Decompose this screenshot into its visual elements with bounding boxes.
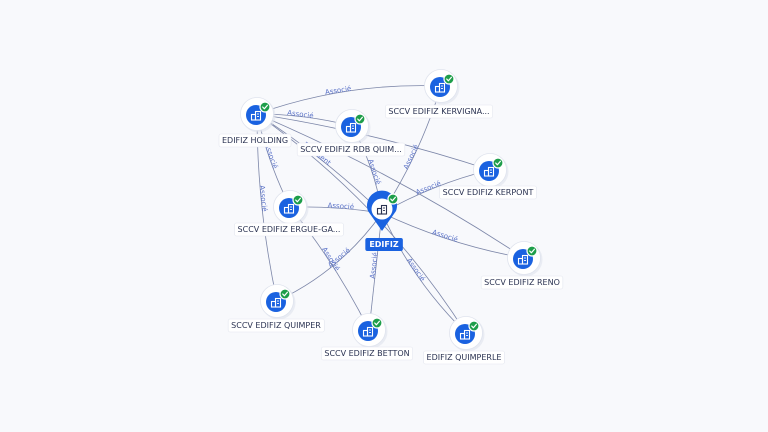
company-building-icon	[345, 122, 357, 133]
edge-label-edifiz-kerpont: Associé	[415, 179, 443, 196]
node-label-box	[480, 275, 564, 290]
verified-check-icon	[468, 320, 480, 332]
node-label-box	[439, 185, 537, 200]
node-holding[interactable]: EDIFIZ HOLDING	[218, 97, 292, 148]
node-label-quimper[interactable]: SCCV EDIFIZ QUIMPER	[231, 321, 321, 330]
edge-holding-kervigna[interactable]	[256, 85, 442, 115]
company-building-icon	[459, 329, 471, 340]
edge-label-holding-quimper: Associé	[258, 185, 269, 212]
node-label-reno[interactable]: SCCV EDIFIZ RENO	[484, 278, 560, 287]
node-kervigna[interactable]: SCCV EDIFIZ KERVIGNA...	[385, 69, 493, 119]
verified-check-icon	[259, 101, 271, 113]
edge-holding-reno[interactable]	[256, 113, 525, 259]
verified-check-icon	[354, 113, 366, 125]
verified-check-icon	[492, 157, 504, 169]
company-building-icon	[270, 297, 282, 308]
node-quimperle[interactable]: EDIFIZ QUIMPERLE	[423, 316, 505, 365]
verified-check-icon	[443, 73, 455, 85]
node-rdb[interactable]: SCCV EDIFIZ RDB QUIM...	[296, 109, 406, 157]
node-label-box	[423, 350, 505, 365]
verified-check-icon	[387, 193, 399, 205]
node-label-rdb[interactable]: SCCV EDIFIZ RDB QUIM...	[300, 145, 402, 154]
node-label-box	[385, 104, 493, 119]
node-label-box	[227, 318, 325, 333]
company-building-icon	[250, 110, 262, 121]
edge-label-edifiz-betton: Associé	[369, 252, 380, 279]
node-label-holding[interactable]: EDIFIZ HOLDING	[222, 136, 288, 145]
node-edifiz-center[interactable]: EDIFIZ	[365, 190, 403, 251]
node-reno[interactable]: SCCV EDIFIZ RENO	[480, 241, 564, 290]
company-building-icon	[434, 82, 446, 93]
verified-check-icon	[279, 288, 291, 300]
node-label-box	[321, 346, 413, 361]
node-label-ergue[interactable]: SCCV EDIFIZ ERGUE-GA...	[238, 225, 341, 234]
center-building-icon	[376, 204, 388, 215]
node-label-box	[296, 142, 406, 157]
verified-check-icon	[526, 245, 538, 257]
node-label-box	[218, 133, 292, 148]
company-building-icon	[517, 254, 529, 265]
node-betton[interactable]: SCCV EDIFIZ BETTON	[321, 313, 413, 361]
center-label-box	[365, 238, 403, 251]
company-building-icon	[483, 166, 495, 177]
node-label-betton[interactable]: SCCV EDIFIZ BETTON	[324, 349, 409, 358]
verified-check-icon	[292, 194, 304, 206]
edge-edifiz-reno[interactable]	[381, 212, 525, 259]
edge-label-edifiz-ergue: Associé	[327, 201, 354, 211]
node-label-kervigna[interactable]: SCCV EDIFIZ KERVIGNA...	[388, 107, 489, 116]
center-node-label[interactable]: EDIFIZ	[369, 240, 399, 249]
edge-label-edifiz-reno: Associé	[431, 228, 459, 244]
verified-check-icon	[371, 317, 383, 329]
edge-edifiz-quimperle[interactable]	[381, 212, 467, 334]
node-label-quimperle[interactable]: EDIFIZ QUIMPERLE	[427, 353, 502, 362]
company-building-icon	[362, 326, 374, 337]
node-kerpont[interactable]: SCCV EDIFIZ KERPONT	[439, 153, 537, 200]
edge-label-holding-kervigna: Associé	[324, 85, 351, 97]
nodes-layer: EDIFIZ HOLDING SCCV EDIFIZ KERVIGNA... SCC…	[218, 69, 564, 365]
node-label-box	[234, 222, 344, 237]
node-quimper[interactable]: SCCV EDIFIZ QUIMPER	[227, 284, 325, 333]
edge-holding-kerpont[interactable]	[256, 113, 491, 171]
company-building-icon	[283, 203, 295, 214]
node-label-kerpont[interactable]: SCCV EDIFIZ KERPONT	[443, 188, 534, 197]
node-ergue[interactable]: SCCV EDIFIZ ERGUE-GA...	[234, 190, 344, 237]
edge-label-edifiz-quimperle: Associé	[405, 257, 427, 283]
edge-label-holding-rdb: Associé	[287, 109, 314, 120]
